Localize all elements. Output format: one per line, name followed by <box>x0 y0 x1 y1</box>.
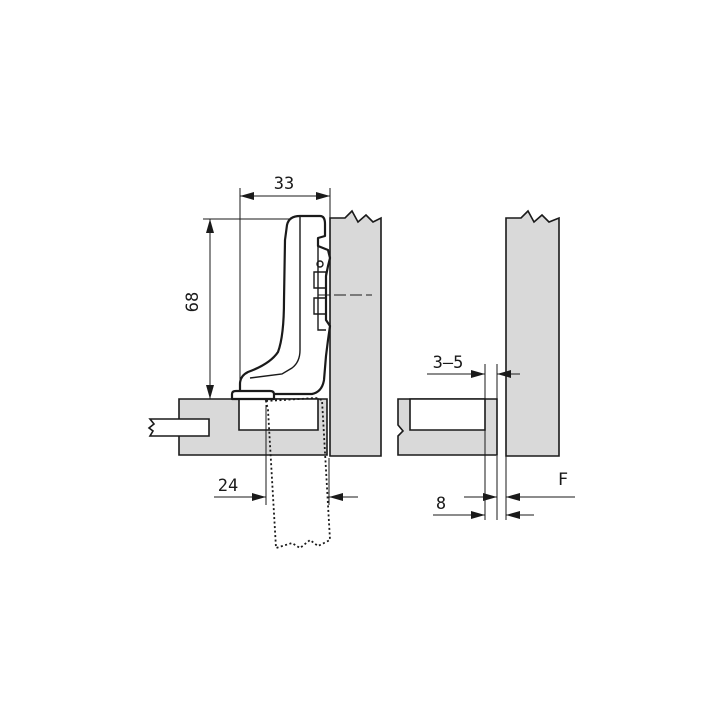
dimension-width-label: 33 <box>274 174 294 194</box>
force-indicator: F <box>464 470 575 501</box>
dimension-offset-label: 8 <box>436 494 446 514</box>
dimension-height: 68 <box>183 218 290 399</box>
dimension-drill-distance-label: 24 <box>218 476 238 496</box>
dimension-width: 33 <box>239 174 331 390</box>
mounting-rail <box>147 418 210 437</box>
dimension-drill-distance: 24 <box>214 405 358 505</box>
dimension-gap-range-label: 3–5 <box>433 353 464 373</box>
door-panel-right <box>397 398 498 456</box>
cabinet-side-panel-left <box>329 209 382 457</box>
dimension-height-label: 68 <box>183 292 203 312</box>
door-open-position <box>264 397 331 550</box>
door-panel-left <box>178 398 328 456</box>
hinge-arm <box>230 214 372 401</box>
force-label: F <box>558 470 568 490</box>
cabinet-side-panel-right <box>505 209 560 457</box>
dimension-offset: 8 <box>433 456 534 520</box>
dimension-gap-range: 3–5 <box>427 353 520 520</box>
